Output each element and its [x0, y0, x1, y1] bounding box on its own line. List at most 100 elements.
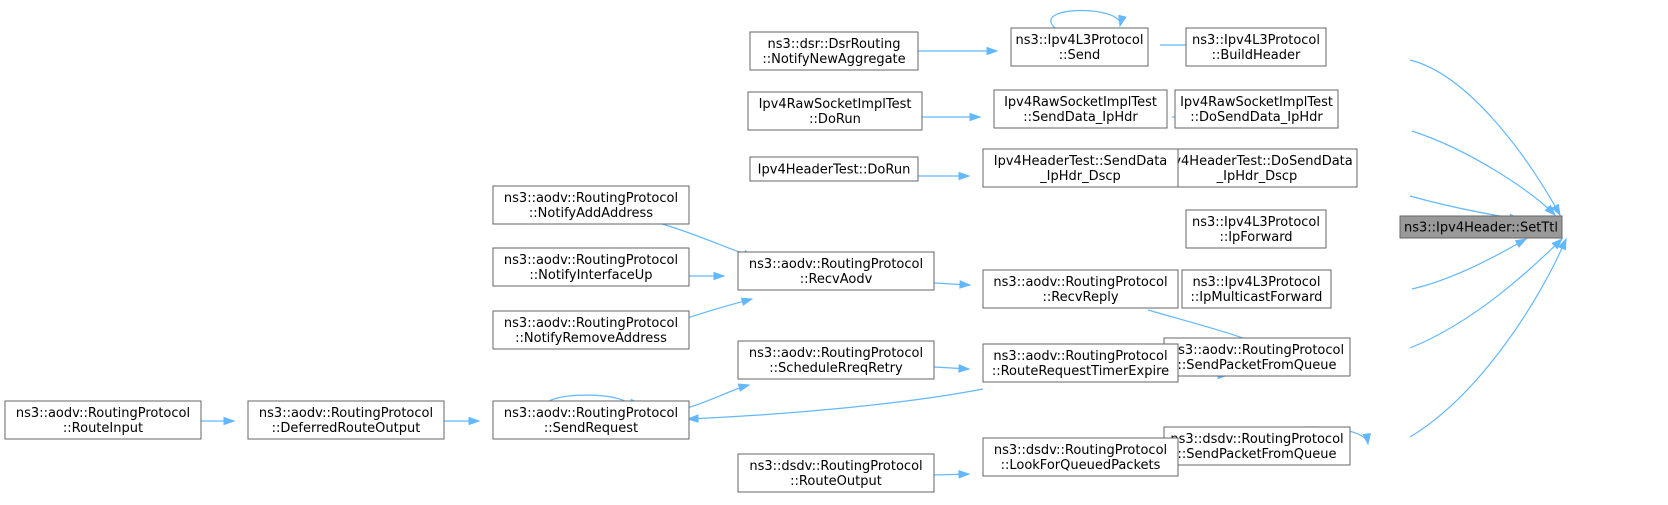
- node-box: [1174, 89, 1339, 129]
- edge-arrowhead: [1544, 204, 1557, 217]
- node-label-line: Ipv4HeaderTest::SendData: [994, 154, 1168, 169]
- node-dsdv_sendpacketfromqueue[interactable]: ns3::dsdv::RoutingProtocol::SendPacketFr…: [1163, 426, 1351, 466]
- node-box: [1185, 209, 1327, 249]
- node-headertest_dorun[interactable]: Ipv4HeaderTest::DoRun: [749, 156, 919, 182]
- node-lookforqueuedpackets[interactable]: ns3::dsdv::RoutingProtocol::LookForQueue…: [982, 437, 1179, 477]
- node-label-line: ::SendPacketFromQueue: [1178, 358, 1337, 373]
- node-buildheader[interactable]: ns3::Ipv4L3Protocol::BuildHeader: [1185, 27, 1327, 67]
- node-send[interactable]: ns3::Ipv4L3Protocol::Send: [1010, 27, 1149, 67]
- node-label-line: Ipv4HeaderTest::DoSendData: [1161, 154, 1353, 169]
- node-box: [982, 148, 1179, 188]
- edge-dsdv_routeoutput-to-lookforqueuedpackets: [933, 469, 971, 479]
- node-label-line: ::IpMulticastForward: [1191, 290, 1323, 305]
- node-label-line: ::DoRun: [809, 112, 861, 127]
- node-routeinput[interactable]: ns3::aodv::RoutingProtocol::RouteInput: [4, 400, 202, 440]
- node-label-line: ns3::Ipv4L3Protocol: [1016, 33, 1144, 48]
- node-dosenddata_iphdr[interactable]: Ipv4RawSocketImplTest::DoSendData_IpHdr: [1174, 89, 1339, 129]
- edge-arrowhead: [1514, 238, 1528, 248]
- node-label-line: ::RouteOutput: [790, 474, 882, 489]
- edge-notifynewaggregate-to-send: [918, 46, 999, 56]
- edge-arrowhead: [713, 271, 726, 281]
- node-label-line: ns3::aodv::RoutingProtocol: [749, 346, 923, 361]
- node-deferredrouteoutput[interactable]: ns3::aodv::RoutingProtocol::DeferredRout…: [247, 400, 445, 440]
- edge-line: [1411, 238, 1527, 290]
- edge-line: [679, 384, 750, 411]
- node-box: [749, 31, 919, 71]
- node-label-line: _IpHdr_Dscp: [1216, 169, 1298, 184]
- edge-arrowhead: [1551, 203, 1561, 217]
- edge-arrowhead: [986, 46, 999, 56]
- node-box: [982, 269, 1179, 309]
- node-label-line: ::DoSendData_IpHdr: [1190, 110, 1323, 125]
- node-label-line: ns3::Ipv4L3Protocol: [1192, 215, 1320, 230]
- node-box: [1399, 215, 1563, 239]
- node-label-line: ::RecvAodv: [800, 272, 873, 287]
- node-label-line: ::NotifyAddAddress: [529, 206, 653, 221]
- node-label-line: ::RouteRequestTimerExpire: [992, 364, 1169, 379]
- node-label-line: ns3::aodv::RoutingProtocol: [16, 406, 190, 421]
- edge-ipmulticastforward-to-setttl: [1411, 238, 1528, 290]
- edge-arrowhead: [223, 416, 236, 426]
- node-label-line: ns3::aodv::RoutingProtocol: [749, 257, 923, 272]
- node-label-line: ::SendData_IpHdr: [1023, 110, 1138, 125]
- node-sendrequest[interactable]: ns3::aodv::RoutingProtocol::SendRequest: [492, 400, 690, 440]
- node-notifyaddaddress[interactable]: ns3::aodv::RoutingProtocol::NotifyAddAdd…: [492, 185, 690, 225]
- node-label-line: ns3::aodv::RoutingProtocol: [993, 349, 1167, 364]
- edge-dsdv_sendpacketfromqueue-to-setttl: [1409, 237, 1567, 438]
- node-notifynewaggregate[interactable]: ns3::dsr::DsrRouting::NotifyNewAggregate: [749, 31, 919, 71]
- node-label-line: ns3::aodv::RoutingProtocol: [1170, 343, 1344, 358]
- node-recvreply[interactable]: ns3::aodv::RoutingProtocol::RecvReply: [982, 269, 1179, 309]
- node-aodv_sendpacketfromqueue[interactable]: ns3::aodv::RoutingProtocol::SendPacketFr…: [1163, 337, 1351, 377]
- node-senddata_iphdr[interactable]: Ipv4RawSocketImplTest::SendData_IpHdr: [993, 89, 1168, 129]
- edge-headertest_dorun-to-senddata_dscp: [918, 171, 971, 181]
- edge-line: [687, 388, 984, 420]
- node-label-line: ::IpForward: [1219, 230, 1292, 245]
- node-label-line: ns3::aodv::RoutingProtocol: [504, 253, 678, 268]
- node-dsdv_routeoutput[interactable]: ns3::dsdv::RoutingProtocol::RouteOutput: [737, 453, 935, 493]
- node-box: [1010, 27, 1149, 67]
- node-label-line: ns3::aodv::RoutingProtocol: [504, 406, 678, 421]
- edge-arrowhead: [740, 297, 754, 306]
- node-notifyinterfaceup[interactable]: ns3::aodv::RoutingProtocol::NotifyInterf…: [492, 247, 690, 287]
- edge-line: [1409, 238, 1563, 349]
- node-ipforward[interactable]: ns3::Ipv4L3Protocol::IpForward: [1185, 209, 1327, 249]
- node-label-line: ns3::aodv::RoutingProtocol: [993, 275, 1167, 290]
- edge-line: [1409, 238, 1567, 438]
- node-label-line: ns3::Ipv4Header::SetTtl: [1404, 221, 1558, 236]
- node-label-line: ::LookForQueuedPackets: [1001, 458, 1161, 473]
- node-schedulerreqretry[interactable]: ns3::aodv::RoutingProtocol::ScheduleRreq…: [737, 340, 935, 380]
- edge-line: [1050, 9, 1121, 29]
- edge-line: [678, 298, 753, 322]
- edge-buildheader-to-setttl: [1409, 59, 1561, 217]
- node-label-line: ::NotifyNewAggregate: [762, 52, 905, 67]
- node-box: [749, 156, 919, 182]
- node-rawsocket_dorun[interactable]: Ipv4RawSocketImplTest::DoRun: [747, 91, 923, 131]
- node-recvaodv[interactable]: ns3::aodv::RoutingProtocol::RecvAodv: [737, 251, 935, 291]
- node-box: [4, 400, 202, 440]
- edge-deferredrouteoutput-to-sendrequest: [444, 416, 481, 426]
- edge-arrowhead: [1557, 237, 1567, 251]
- node-notifyremoveaddress[interactable]: ns3::aodv::RoutingProtocol::NotifyRemove…: [492, 310, 690, 350]
- node-label-line: ns3::dsdv::RoutingProtocol: [1170, 432, 1343, 447]
- edge-line: [1409, 59, 1561, 216]
- node-label-line: ::DeferredRouteOutput: [272, 421, 421, 436]
- node-setttl[interactable]: ns3::Ipv4Header::SetTtl: [1399, 215, 1563, 239]
- node-dosenddata_dscp[interactable]: Ipv4HeaderTest::DoSendData_IpHdr_Dscp: [1156, 148, 1358, 188]
- node-box: [982, 437, 1179, 477]
- node-label-line: ::NotifyRemoveAddress: [515, 331, 667, 346]
- node-box: [492, 185, 690, 225]
- node-label-line: Ipv4RawSocketImplTest: [1180, 95, 1333, 110]
- edge-routeinput-to-deferredrouteoutput: [201, 416, 236, 426]
- node-box: [982, 343, 1179, 383]
- edge-arrowhead: [958, 469, 971, 479]
- node-routerequesttimerexpire[interactable]: ns3::aodv::RoutingProtocol::RouteRequest…: [982, 343, 1179, 383]
- edge-arrowhead: [958, 364, 971, 373]
- node-label-line: ns3::Ipv4L3Protocol: [1193, 275, 1321, 290]
- node-senddata_dscp[interactable]: Ipv4HeaderTest::SendData_IpHdr_Dscp: [982, 148, 1179, 188]
- edge-arrowhead: [1118, 14, 1127, 28]
- node-box: [492, 400, 690, 440]
- node-label-line: _IpHdr_Dscp: [1039, 169, 1121, 184]
- edge-arrowhead: [1362, 433, 1371, 446]
- node-ipmulticastforward[interactable]: ns3::Ipv4L3Protocol::IpMulticastForward: [1181, 269, 1332, 309]
